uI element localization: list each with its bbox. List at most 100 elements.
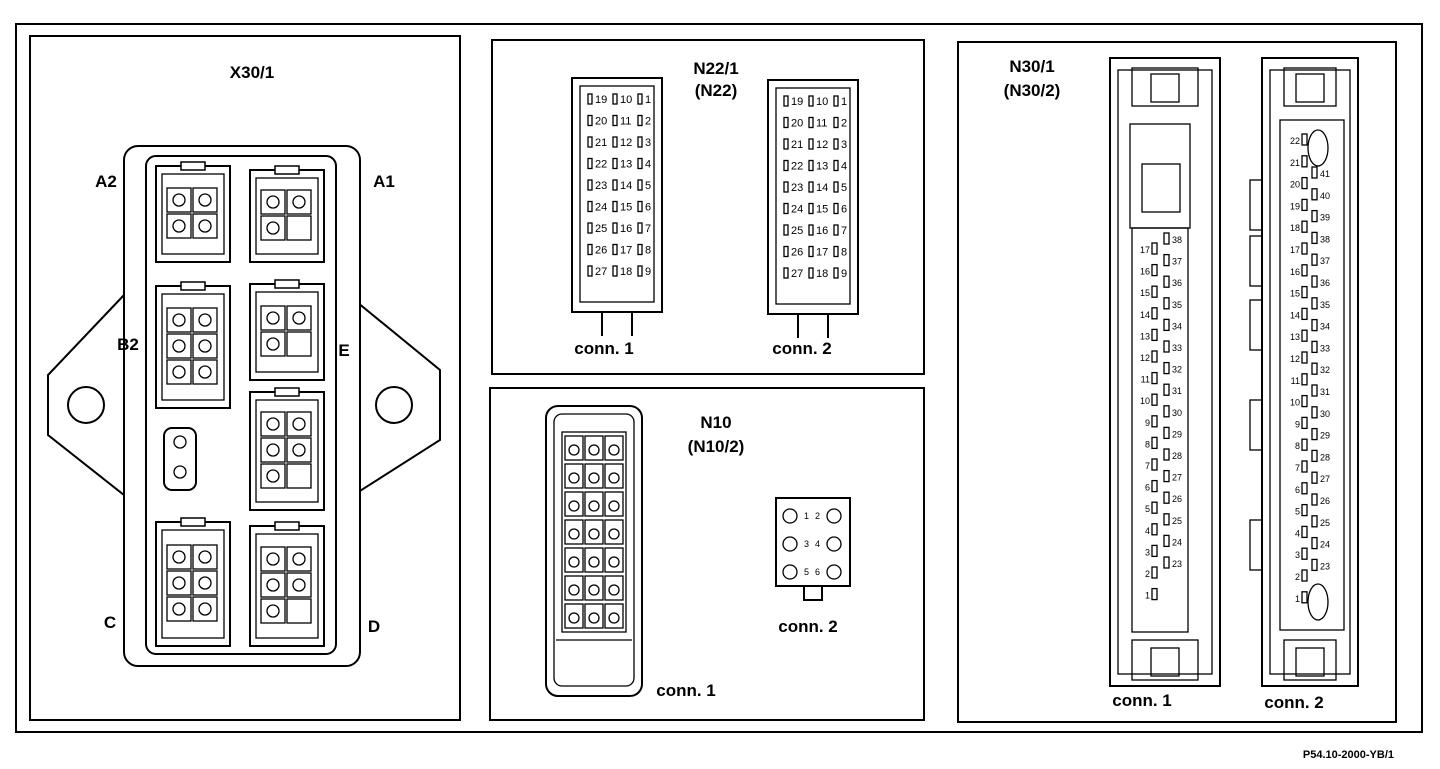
n30-conn2-pin-slot: [1301, 373, 1308, 386]
n22-conn2-pin-slot: [808, 181, 814, 193]
x30-right-mount-hole: [375, 386, 413, 424]
n22-conn1-pin-number: 22: [595, 159, 607, 171]
n22-conn1-pin-slot: [587, 136, 593, 148]
n30-conn1-pin-slot: [1151, 350, 1158, 363]
x30-module-c-cell: [192, 544, 218, 570]
n22-conn1-pin-slot: [612, 114, 618, 127]
x30-module-c-pin: [198, 550, 212, 564]
n30-conn1-pin-number: 34: [1172, 321, 1182, 331]
n10-conn1-cell: [564, 435, 584, 461]
n30-title-line2: (N30/2): [1004, 81, 1061, 100]
x30-module-a2-pin: [172, 219, 186, 233]
n30-conn2-pin-slot: [1311, 209, 1318, 223]
n30-conn2-top-latch: [1283, 67, 1337, 107]
n10-conn1-pin: [608, 444, 620, 456]
n30-conn1-pin-number: 31: [1172, 386, 1182, 396]
n30-conn2-pin-number: 11: [1291, 376, 1300, 386]
n22-conn2-pin-slot: [783, 267, 789, 279]
x30-module-a2-cell: [166, 213, 192, 239]
n30-conn2-pin-slot: [1311, 231, 1318, 245]
n22-conn1-pin-slot: [587, 179, 593, 191]
n30-conn1-pin-slot: [1151, 458, 1158, 471]
n30-conn1-pin-number: 28: [1172, 451, 1182, 461]
n10-conn2-pin: [826, 508, 842, 524]
x30-module-e-cell: [260, 305, 286, 331]
n30-conn1-pin-slot: [1151, 501, 1158, 514]
n30-conn2-pin-slot: [1311, 166, 1318, 179]
n22-conn1-pin-number: 18: [620, 266, 632, 278]
n22-conn2-pin-number: 12: [816, 139, 828, 151]
n30-conn2-pin-number: 17: [1290, 245, 1300, 255]
n22-conn1-pin-number: 8: [645, 245, 651, 257]
n22-conn1-pin-slot: [612, 136, 618, 148]
n30-conn2-pin-number: 13: [1290, 332, 1300, 342]
x30-module-a1-cell: [260, 215, 286, 241]
n30-conn2-pin-slot: [1311, 297, 1318, 310]
x30-module-c-latch: [180, 517, 206, 527]
n22-conn2-pin-number: 20: [791, 118, 803, 130]
x30-module-b2-inner: [161, 293, 225, 401]
n22-conn2-inner: [775, 87, 851, 305]
n30-conn2-pin-number: 15: [1290, 289, 1300, 299]
n30-conn1-pin-number: 4: [1145, 526, 1150, 536]
n22-conn1-pin-slot: [637, 114, 643, 127]
n30-conn1-pin-number: 5: [1145, 504, 1150, 514]
n22-conn2-pin-slot: [833, 202, 839, 215]
n22-conn1-pin-slot: [637, 265, 643, 277]
n22-conn2-label: conn. 2: [772, 339, 832, 358]
n30-conn2-pin-number: 27: [1320, 474, 1330, 484]
n30-conn1-pin-slot: [1163, 361, 1170, 375]
n30-conn2-pin-slot: [1301, 482, 1308, 495]
n30-conn2-pin-slot: [1301, 416, 1308, 430]
n30-connector-1: 1716151413121110987654321383736353433323…: [1109, 57, 1221, 687]
n22-conn1-pin-number: 4: [645, 159, 651, 171]
x30-module-a2-pin: [172, 193, 186, 207]
n30-conn2-pin-number: 5: [1295, 507, 1300, 517]
n30-conn2-pin-number: 8: [1295, 441, 1300, 451]
n30-conn2-pin-number: 40: [1320, 191, 1330, 201]
n30-conn2-side-rib: [1249, 399, 1263, 451]
n30-conn1-pin-field: [1131, 227, 1189, 633]
n10-conn2-pin-number: 6: [815, 567, 820, 577]
x30-label-a1: A1: [373, 172, 395, 191]
x30-module-center-cell: [286, 411, 312, 437]
n10-conn2-pin-number: 4: [815, 539, 820, 549]
x30-housing-outer: [123, 145, 361, 667]
x30-left-mount-hole: [67, 386, 105, 424]
x30-module-center-pin: [266, 469, 280, 483]
x30-module-center-inner: [255, 399, 319, 503]
x30-module-d-pin: [266, 552, 280, 566]
x30-module-b2-cell: [166, 307, 192, 333]
n22-conn1-pin-number: 1: [645, 94, 651, 106]
n22-conn2-pin-slot: [808, 202, 814, 215]
n22-conn1-pin-slot: [612, 179, 618, 191]
n30-conn1-pin-number: 2: [1145, 569, 1150, 579]
x30-module-a2-inner: [161, 173, 225, 255]
x30-module-a1-cell: [286, 189, 312, 215]
n30-conn1-pin-slot: [1151, 544, 1158, 558]
n30-conn2-pin-slot: [1301, 351, 1308, 364]
n22-conn2-pin-number: 25: [791, 225, 803, 237]
n22-conn2-pin-slot: [833, 245, 839, 258]
x30-module-b2-cell: [192, 307, 218, 333]
n10-conn1-pin-field: [561, 431, 627, 633]
reference-code: P54.10-2000-YB/1: [1303, 749, 1394, 761]
x30-module-c-inner: [161, 529, 225, 639]
n22-conn1-pin-slot: [637, 200, 643, 213]
n22-conn1-pin-number: 17: [620, 245, 632, 257]
x30-module-c-cell: [192, 596, 218, 622]
n30-conn2-pin-slot: [1311, 318, 1318, 332]
n30-conn2-bottom-oval: [1307, 583, 1329, 621]
x30-label-c: C: [104, 613, 116, 632]
n22-conn1-pin-slot: [587, 243, 593, 256]
n30-conn1-top-pocket-inner: [1141, 163, 1181, 213]
n30-conn1-pin-number: 24: [1172, 537, 1182, 547]
n30-conn1-pin-number: 35: [1172, 300, 1182, 310]
n30-conn2-pin-number: 25: [1320, 518, 1330, 528]
n22-conn1-pin-number: 16: [620, 223, 632, 235]
n10-conn1-pin: [608, 528, 620, 540]
n22-conn2-pin-slot: [783, 202, 789, 215]
